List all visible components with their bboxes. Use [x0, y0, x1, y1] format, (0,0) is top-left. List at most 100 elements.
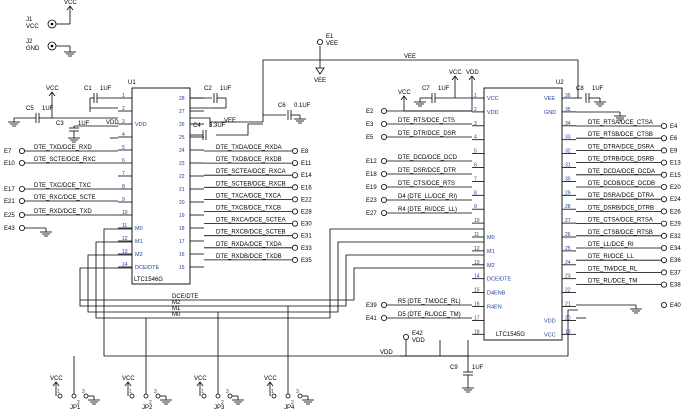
supply-label: VCC	[50, 376, 63, 382]
signal-label: DTE_TXC/DCE_TXC	[34, 183, 92, 189]
signal-label: DTE_TXCA/DCE_TXCA	[216, 193, 281, 199]
vcc-supply: VCC	[64, 0, 77, 14]
test-point-label: E30	[301, 222, 312, 228]
ic-u2-pin-number: 1	[474, 93, 477, 99]
vee-label: VEE	[314, 78, 326, 84]
test-point-label: E34	[670, 246, 681, 252]
cap-ref: C7	[422, 86, 430, 92]
ic-u2-pin-number: 17	[474, 315, 480, 321]
signal-label: DTE_DTRA/DCE_DSRA	[588, 144, 654, 150]
ic-u2-pin-number: 24	[565, 260, 571, 266]
signal-label: DTE_RXD/DCE_TXD	[34, 209, 92, 215]
jumper-ref: JP4	[284, 405, 295, 411]
ic-u1-pin-number: 16	[179, 252, 185, 258]
jumper-pin	[215, 393, 221, 399]
dce-dte-net-label: DCE/DTE	[172, 294, 198, 300]
supply-label: VCC	[46, 86, 59, 92]
supply-arrowhead	[451, 75, 459, 81]
supply-arrowhead	[66, 5, 74, 11]
test-point	[291, 256, 298, 263]
test-point	[18, 211, 25, 218]
cap-value: 1UF	[438, 86, 450, 92]
jumper-ref: JP2	[142, 405, 153, 411]
jumper-ref: JP1	[70, 405, 81, 411]
ic-u1-pin-number: 13	[122, 249, 128, 255]
cap-ref: C8	[576, 86, 584, 92]
signal-label: DTE_CTS/DCE_RTS	[398, 181, 455, 187]
ic-u2-pin-number: 25	[565, 246, 571, 252]
jumper-pin-number: 2	[77, 400, 80, 406]
probe-net: VEE	[326, 41, 338, 47]
ic-u1-pin-number: 28	[179, 96, 185, 102]
ic-u2-pin-number: 34	[565, 121, 571, 127]
ic-u1-pin-number: 14	[122, 262, 128, 268]
ic-u1-part: LTC1546G	[134, 277, 163, 283]
ic-u1-pin-number: 25	[179, 135, 185, 141]
ic-u2-pin-number: 8	[474, 190, 477, 196]
test-point-label: E10	[4, 161, 15, 167]
signal-label: DTE_RXC/DCE_SCTE	[34, 195, 96, 201]
ic-u2-pin-number: 28	[565, 204, 571, 210]
signal-label: DTE_RXCA/DCE_SCTEA	[216, 218, 286, 224]
vee-net-label: VEE	[404, 54, 416, 60]
ic-u2-pin-name: R4EN	[487, 305, 502, 311]
test-point	[661, 257, 668, 264]
test-point-label: E18	[366, 172, 377, 178]
jumper-pin	[71, 393, 77, 399]
vcc-supply: VCC	[46, 86, 59, 100]
test-point	[661, 123, 668, 130]
ground-symbol	[594, 98, 606, 107]
net-u1-left: E43	[4, 226, 46, 232]
test-point	[661, 147, 668, 154]
ic-u1-pin-number: 12	[122, 236, 128, 242]
ic-u2-pin-number: 5	[474, 149, 477, 155]
test-point-label: E25	[4, 213, 15, 219]
jumper-pin-number: 1	[57, 389, 60, 395]
test-point-label: E39	[366, 303, 377, 309]
test-point-label: E37	[670, 270, 681, 276]
test-point	[661, 244, 668, 251]
signal-label: DTE_DCD/DCE_DCD	[398, 155, 458, 161]
signal-label: DTE_CTSA/DCE_RTSA	[588, 218, 653, 224]
ic-u2-pin-name: VCC	[487, 96, 499, 102]
test-point	[291, 160, 298, 167]
ic-u1-pin-number: 11	[122, 223, 127, 229]
test-point	[661, 171, 668, 178]
ic-u2-pin-name: DCE/DTE	[487, 277, 511, 283]
test-point-label: E41	[366, 316, 377, 322]
ic-u1-pin-number: 5	[122, 145, 125, 151]
ic-u2-pin-number: 20	[565, 315, 571, 321]
test-point-label: E40	[670, 303, 681, 309]
signal-label: DTE_DSR/DCE_DTR	[398, 168, 457, 174]
test-point-label: E9	[670, 148, 678, 154]
probe-ref: E1	[326, 34, 334, 40]
cap-value: 1UF	[100, 86, 112, 92]
ic-u2-pin-name: M2	[487, 263, 495, 269]
ic-u2-pin-name: M0	[487, 235, 495, 241]
ground-symbol	[302, 396, 314, 405]
test-point-label: E24	[670, 197, 681, 203]
signal-label: DTE_DTR/DCE_DSR	[398, 131, 457, 137]
vcc-supply: VCC	[398, 90, 411, 104]
test-point-label: E8	[301, 149, 309, 155]
vdd-supply: VDD	[466, 70, 479, 84]
signal-label: DTE_TXDB/DCE_RXDB	[216, 157, 282, 163]
ic-u2-pin-number: 4	[474, 135, 477, 141]
signal-label: D5 (DTE_RL/DCE_TM)	[398, 312, 461, 318]
signal-label: DTE_SCTEA/DCE_RXCA	[216, 169, 286, 175]
ground-symbol	[40, 228, 52, 237]
